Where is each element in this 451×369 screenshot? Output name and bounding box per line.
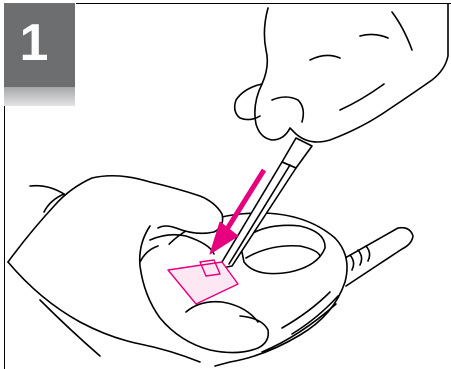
hand-holding-stylus-icon — [235, 4, 448, 142]
antenna-icon — [338, 228, 413, 286]
